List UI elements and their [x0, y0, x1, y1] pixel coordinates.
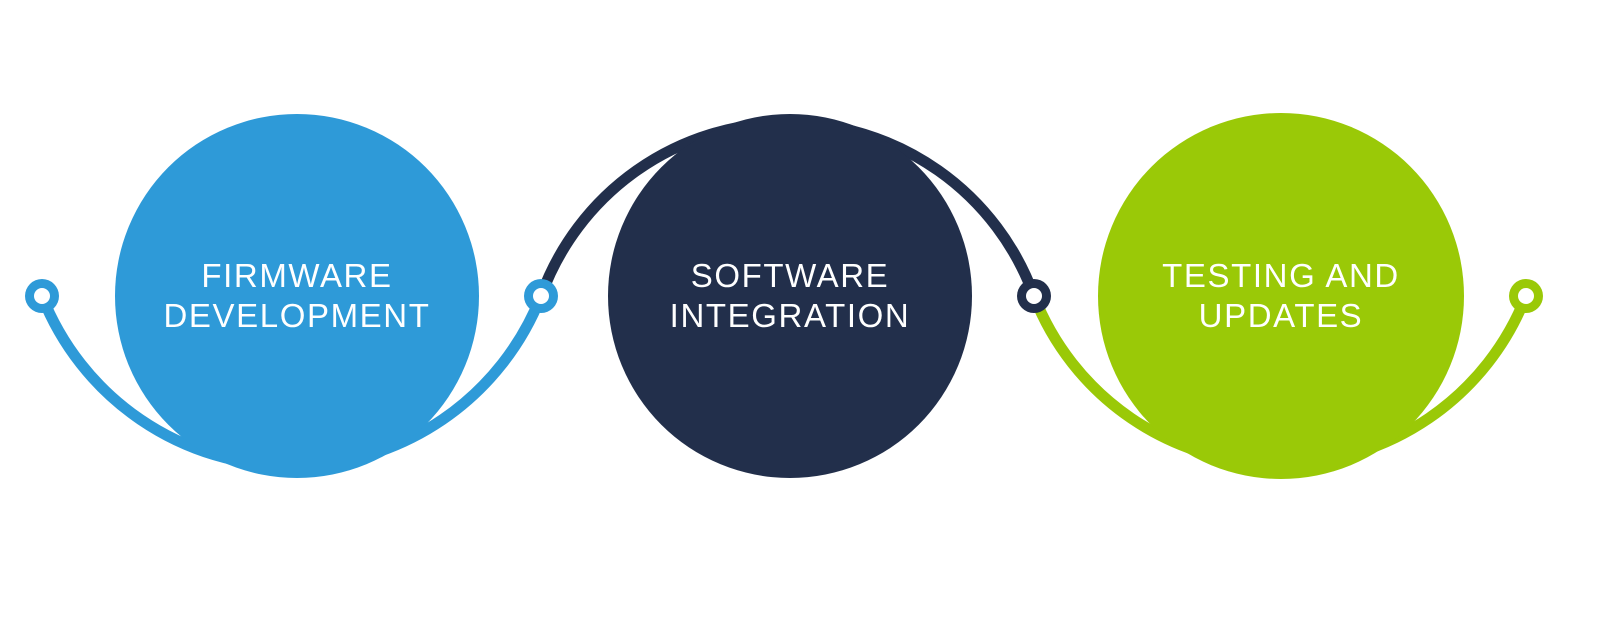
- ring-firmware-software-icon: [524, 279, 558, 313]
- node-circle-firmware-development[interactable]: [115, 114, 479, 478]
- connector-rings: [25, 279, 1543, 313]
- ring-start-icon: [25, 279, 59, 313]
- node-circles: [115, 113, 1464, 479]
- ring-end-icon: [1509, 279, 1543, 313]
- node-circle-software-integration[interactable]: [608, 114, 972, 478]
- ring-software-testing-icon: [1017, 279, 1051, 313]
- node-circle-testing-and-updates[interactable]: [1098, 113, 1464, 479]
